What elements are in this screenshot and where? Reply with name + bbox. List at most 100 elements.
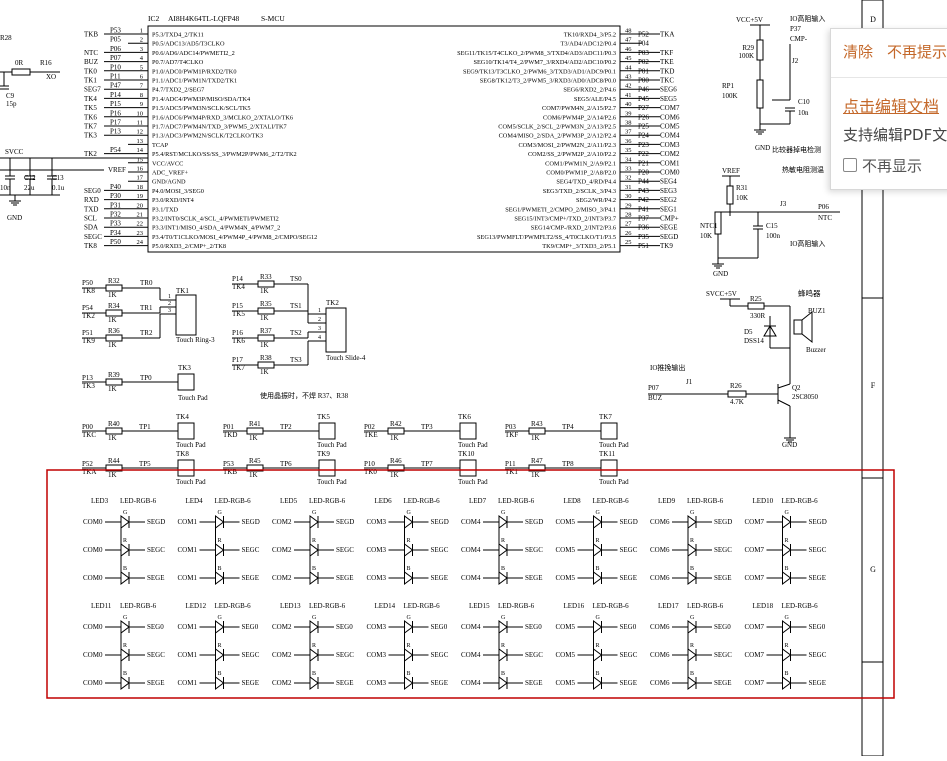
led-row2-led-symbol xyxy=(593,648,603,662)
xo-net: XO xyxy=(46,73,56,81)
led-row2-led-symbol xyxy=(782,620,792,634)
popup-actions: 清除不再提示 xyxy=(843,41,947,62)
mcu-left-pin-port: P05 xyxy=(110,36,121,44)
led-row2-led-symbol xyxy=(687,648,697,662)
q2-label: Q2 xyxy=(792,384,801,392)
gnd-label-ntc: GND xyxy=(713,270,728,278)
buz-net: BUZ xyxy=(648,394,662,402)
mcu-left-pin-number: 9 xyxy=(140,101,143,108)
led-row1-pin: G xyxy=(123,510,128,516)
mcu-right-pin-net: TKE xyxy=(660,58,674,66)
mcu-right-pin-net: SEG2 xyxy=(660,196,677,204)
touch-pad-ref: TK10 xyxy=(458,450,475,458)
led-row2-pin: G xyxy=(123,615,128,621)
ntc1-label: NTC1 xyxy=(700,222,718,230)
mcu-left-pin-name: P1.3/ADC3/PWM2N/SCLK/T2CLKO/TK3 xyxy=(152,133,263,140)
no-show-checkbox[interactable]: 不再显示 xyxy=(843,155,922,176)
led-row1-seg: SEGE xyxy=(714,574,732,582)
touch-pad-res-label: R44 xyxy=(108,457,120,465)
led-row1-com: COM1 xyxy=(178,518,198,526)
led-row2-seg: SEG0 xyxy=(809,623,826,631)
led-row2-seg: SEG0 xyxy=(714,623,731,631)
touch-pad-label: Touch Pad xyxy=(178,394,208,402)
touch-pad-ref: TK4 xyxy=(176,413,189,421)
mcu-right-pin-net: SEG3 xyxy=(660,187,677,195)
led-row1-ref: LED10 xyxy=(753,497,774,505)
mcu-right-pin-net: COM3 xyxy=(660,141,680,149)
led-row1-led-symbol xyxy=(593,515,603,529)
mcu-left-pin-net: TK1 xyxy=(84,77,97,85)
buzzer-title: 蜂鸣器 xyxy=(798,288,821,298)
pdf-edit-popup: 清除不再提示 点击编辑文档 支持编辑PDF文 不再显示 xyxy=(830,28,947,190)
led-row2-part: LED-RGB-6 xyxy=(215,602,252,610)
mcu-right-pin-port: P44 xyxy=(638,178,649,186)
led-row2-seg: SEGC xyxy=(620,651,638,659)
led-row1-pin: B xyxy=(218,566,222,572)
touch-pad-res-value: 1K xyxy=(249,471,258,479)
mcu-left-pin-number: 22 xyxy=(137,221,144,228)
led-row2-com: COM2 xyxy=(272,679,292,687)
led-row2-pin: B xyxy=(407,671,411,677)
c15-label: C15 xyxy=(766,222,778,230)
led-row1-pin: R xyxy=(218,538,222,544)
mcu-left-pin-net: SCL xyxy=(84,215,97,223)
mcu-left-pin-net: SEG0 xyxy=(84,187,101,195)
io-hiz2-label: IO高阻输入 xyxy=(790,239,825,248)
led-row1-pin: G xyxy=(785,510,790,516)
mcu-right-pin-port: P25 xyxy=(638,123,649,131)
clear-button[interactable]: 清除 xyxy=(843,43,874,61)
mcu-left-pin-name: P1.5/ADC5/PWM3N/SCLK/SCL/TK5 xyxy=(152,105,251,112)
led-row1-seg: SEGC xyxy=(809,546,827,554)
mcu-right-pin-port: P46 xyxy=(638,86,649,94)
led-row2-seg: SEGC xyxy=(336,651,354,659)
led-row1-pin: R xyxy=(407,538,411,544)
mcu-right-pin-name: SEG9/TK13/T3CLKO_2/PWM6_3/TXD3/AD1/ADC9/… xyxy=(463,68,616,75)
led-row2-com: COM3 xyxy=(367,623,387,631)
led-row2-part: LED-RGB-6 xyxy=(404,602,441,610)
mcu-left-pin-number: 18 xyxy=(137,184,144,191)
led-row1-seg: SEGE xyxy=(525,574,543,582)
mcu-right-pin-port: P36 xyxy=(638,224,649,232)
mcu-right-pin-name: SEG15/INT3/CMP+/TXD_2/INT3/P3.7 xyxy=(514,216,616,223)
rp1-potentiometer xyxy=(756,79,764,109)
led-row2-pin: R xyxy=(123,643,127,649)
led-row1-com: COM2 xyxy=(272,518,292,526)
led-row2-pin: B xyxy=(218,671,222,677)
mcu-left-pin-name: P1.0/ADC0/PWM1P/RXD2/TK0 xyxy=(152,68,237,75)
popup-description: 支持编辑PDF文 xyxy=(843,126,947,144)
r16-resistor xyxy=(11,68,31,76)
mcu-right-pin-number: 44 xyxy=(625,64,632,71)
led-row2-ref: LED17 xyxy=(658,602,679,610)
led-row1-led-symbol xyxy=(593,543,603,557)
c12-value: 22u xyxy=(24,184,35,192)
mcu-left-pin-port: P16 xyxy=(110,109,121,117)
led-row2-com: COM7 xyxy=(745,651,765,659)
mcu-right-pin-port: P23 xyxy=(638,141,649,149)
touch-pad-port: P11 xyxy=(505,460,516,468)
touch-pad-ref: TK9 xyxy=(317,450,330,458)
touch-slide-body xyxy=(325,307,347,353)
led-row2-part: LED-RGB-6 xyxy=(593,602,630,610)
led-row1-pin: G xyxy=(407,510,412,516)
r16-label: R16 xyxy=(40,59,52,67)
led-row1-com: COM7 xyxy=(745,546,765,554)
led-row2-com: COM1 xyxy=(178,679,198,687)
led-row2-pin: G xyxy=(407,615,412,621)
buzzer-body xyxy=(793,319,803,335)
edit-document-link[interactable]: 点击编辑文档 xyxy=(843,97,940,116)
mcu-left-pin-number: 15 xyxy=(137,156,144,163)
led-row1-seg: SEGC xyxy=(620,546,638,554)
touch-pad-res-label: R45 xyxy=(249,457,261,465)
led-row1-part: LED-RGB-6 xyxy=(404,497,441,505)
touch-slide-res-label: R37 xyxy=(260,327,272,335)
touch-pad-port: P03 xyxy=(505,423,516,431)
mcu-left-pin-name: P1.6/ADC6/PWM4P/RXD_3/MCLKO_2/XTALO/TK6 xyxy=(152,114,293,121)
led-row2-com: COM4 xyxy=(461,651,481,659)
touch-pad-label: Touch Pad xyxy=(599,441,629,449)
mcu-right-pin-net: TKD xyxy=(660,67,674,75)
led-row2-ref: LED18 xyxy=(753,602,774,610)
mcu-right-pin-net: SEG1 xyxy=(660,205,677,213)
led-row2-seg: SEGE xyxy=(620,679,638,687)
no-prompt-button[interactable]: 不再提示 xyxy=(887,43,947,61)
